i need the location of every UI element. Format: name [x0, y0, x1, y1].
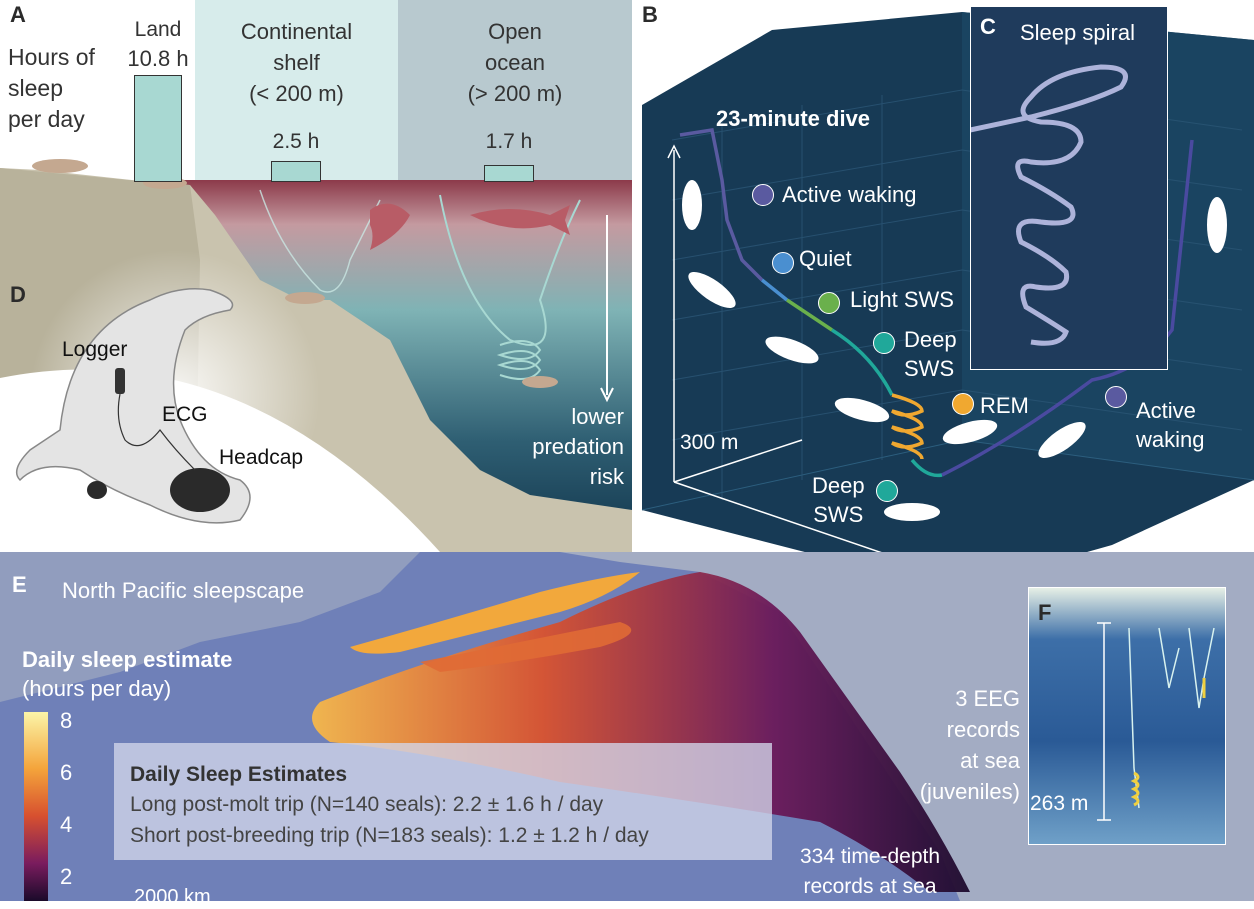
stage-dot-light-sws [818, 292, 840, 314]
stage-label-light-sws: Light SWS [850, 287, 954, 312]
sleep-spiral-graphic [971, 64, 1128, 346]
stage-dot-quiet [772, 252, 794, 274]
land-bar [134, 75, 182, 182]
legend-tick-6: 6 [60, 760, 73, 785]
stage-dot-rem [952, 393, 974, 415]
legend-tick-8: 8 [60, 708, 73, 733]
ocean-column-bg [398, 0, 632, 182]
dive-depth-label: 300 m [680, 431, 739, 454]
stage-dot-deep-sws-bottom [876, 480, 898, 502]
shelf-value-label: 2.5 h [272, 130, 320, 153]
eeg-depth-label: 263 m [1030, 792, 1089, 815]
ecg-label: ECG [162, 403, 208, 426]
eeg-dive-traces [1097, 622, 1215, 821]
legend-tick-2: 2 [60, 864, 73, 889]
legend-title: Daily sleep estimate [22, 647, 233, 672]
seal-body [15, 288, 251, 524]
stage-dot-deep-sws [873, 332, 895, 354]
sleep-estimate-long-trip: Long post-molt trip (N=140 seals): 2.2 ±… [130, 793, 604, 816]
stage-dot-active-waking-ascent [1105, 386, 1127, 408]
asia-landmass [0, 552, 420, 702]
shark-silhouette [470, 205, 570, 235]
panel-a-letter: A [10, 2, 26, 27]
legend-tick-4: 4 [60, 812, 73, 837]
stage-label-rem: REM [980, 393, 1029, 418]
dive-title: 23-minute dive [716, 106, 871, 131]
sleep-heatmap-northern-band [350, 572, 640, 654]
legend-colorbar [24, 712, 48, 901]
panel-d-letter: D [10, 282, 26, 307]
panel-f-letter: F [1038, 600, 1052, 625]
panel-c-inset [970, 6, 1168, 370]
headcap-device [170, 468, 230, 512]
ocean-value-label: 1.7 h [485, 130, 533, 153]
panel-a-d-artwork [0, 0, 632, 552]
map-title: North Pacific sleepscape [62, 578, 305, 603]
panel-e-letter: E [12, 572, 27, 597]
headcap-label: Headcap [219, 446, 304, 469]
ocean-bar [484, 165, 534, 182]
sleep-estimates-title: Daily Sleep Estimates [130, 763, 348, 786]
sleep-estimates-box: Daily Sleep Estimates Long post-molt tri… [114, 743, 772, 860]
logger-label: Logger [62, 338, 128, 361]
logger-device [115, 368, 125, 394]
scale-bar-label: 2000 km [134, 886, 211, 908]
orca-silhouette [370, 203, 410, 250]
panel-f-inset [1028, 587, 1226, 845]
stage-dot-active-waking [752, 184, 774, 206]
panel-b-letter: B [642, 2, 658, 27]
legend-unit: (hours per day) [22, 676, 172, 701]
sleep-spiral-title: Sleep spiral [1020, 20, 1135, 45]
shelf-bar [271, 161, 321, 182]
shelf-column-bg [195, 0, 398, 182]
stage-label-quiet: Quiet [799, 246, 852, 271]
land-label: Land [134, 18, 182, 41]
panel-c-letter: C [980, 14, 996, 39]
land-value-label: 10.8 h [127, 46, 189, 71]
sleep-estimate-short-trip: Short post-breeding trip (N=183 seals): … [130, 824, 649, 847]
stage-label-active-waking: Active waking [782, 182, 917, 207]
